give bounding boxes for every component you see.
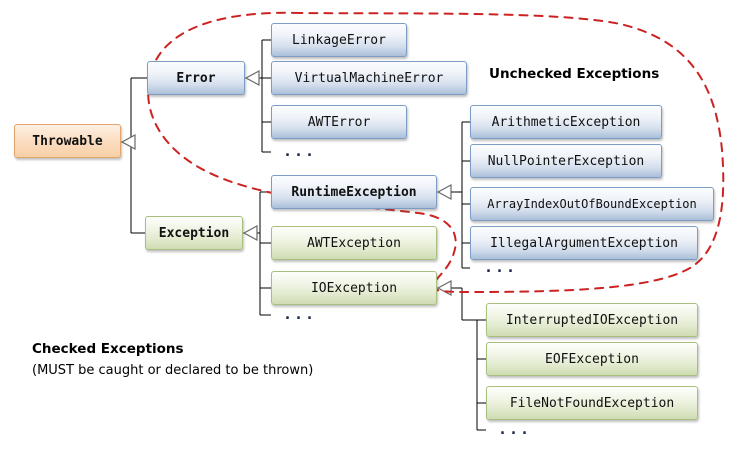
- arrowhead-throwable: [120, 133, 136, 151]
- arrowhead-exception: [242, 224, 258, 242]
- checked-exceptions-heading: Checked Exceptions: [32, 341, 184, 357]
- ellipsis-error-children: ...: [283, 142, 317, 160]
- node-arithmeticexception[interactable]: ArithmeticException: [470, 105, 662, 139]
- node-awterror[interactable]: AWTError: [271, 105, 407, 139]
- node-virtualmachineerror[interactable]: VirtualMachineError: [271, 61, 467, 95]
- node-eofexception[interactable]: EOFException: [486, 342, 698, 376]
- arrowhead-error: [244, 69, 260, 87]
- ellipsis-exception-children: ...: [283, 305, 317, 323]
- unchecked-exceptions-label: Unchecked Exceptions: [489, 66, 660, 82]
- ellipsis-runtime-children: ...: [484, 258, 518, 276]
- node-exception[interactable]: Exception: [145, 216, 243, 250]
- node-ioexception[interactable]: IOException: [271, 271, 437, 305]
- arrowhead-runtimeexception: [436, 183, 452, 201]
- node-awtexception[interactable]: AWTException: [271, 226, 437, 260]
- node-throwable[interactable]: Throwable: [14, 124, 121, 158]
- node-linkageerror[interactable]: LinkageError: [271, 23, 407, 57]
- node-runtimeexception[interactable]: RuntimeException: [271, 175, 437, 209]
- checked-exceptions-note: (MUST be caught or declared to be thrown…: [32, 363, 314, 378]
- arrowhead-ioexception: [436, 279, 452, 297]
- node-illegalargumentexception[interactable]: IllegalArgumentException: [470, 226, 698, 260]
- node-nullpointerexception[interactable]: NullPointerException: [470, 144, 662, 178]
- node-filenotfoundexception[interactable]: FileNotFoundException: [486, 386, 698, 420]
- node-arrayindexoutofboundexception[interactable]: ArrayIndexOutOfBoundException: [470, 187, 714, 221]
- node-error[interactable]: Error: [147, 61, 245, 95]
- node-interruptedioexception[interactable]: InterruptedIOException: [486, 303, 698, 337]
- ellipsis-io-children: ...: [498, 420, 532, 438]
